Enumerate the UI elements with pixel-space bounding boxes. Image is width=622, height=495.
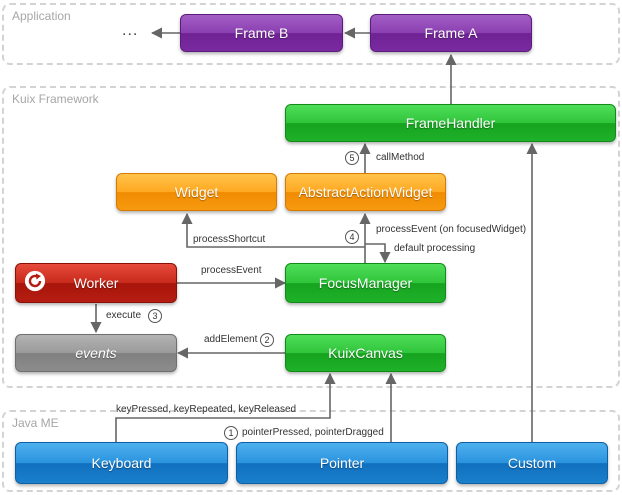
kuix-framework-layer-title: Kuix Framework — [12, 92, 99, 106]
abstract-action-widget-box[interactable]: AbstractActionWidget — [285, 173, 446, 211]
processshortcut-label: processShortcut — [193, 234, 266, 245]
ellipsis: ... — [122, 22, 139, 39]
worker-label: Worker — [73, 275, 119, 291]
custom-box[interactable]: Custom — [456, 442, 608, 484]
arrow-keyboard-to-kuixcanvas — [115, 372, 336, 442]
step-5-badge: 5 — [345, 151, 359, 165]
java-me-layer: Java ME — [2, 410, 620, 492]
events-box[interactable]: events — [15, 334, 177, 372]
addelement-label: addElement — [204, 334, 258, 345]
application-layer: Application — [2, 3, 620, 65]
kuix-canvas-box[interactable]: KuixCanvas — [285, 334, 446, 372]
step-4-badge: 4 — [345, 230, 359, 244]
focus-manager-box[interactable]: FocusManager — [285, 263, 446, 303]
frame-a-box[interactable]: Frame A — [370, 14, 532, 52]
frame-b-box[interactable]: Frame B — [180, 14, 343, 52]
application-layer-title: Application — [12, 9, 71, 23]
kuix-framework-layer: Kuix Framework — [2, 86, 620, 388]
key-events-label: keyPressed, keyRepeated, keyReleased — [116, 404, 297, 415]
arrow-default-processing — [365, 243, 391, 264]
pointer-events-label: pointerPressed, pointerDragged — [242, 427, 384, 438]
keyboard-box[interactable]: Keyboard — [15, 442, 228, 484]
default-processing-label: default processing — [394, 243, 476, 254]
arrow-processshortcut — [181, 212, 365, 248]
step-3-badge: 3 — [148, 309, 162, 323]
worker-box[interactable]: Worker — [15, 263, 177, 303]
java-me-layer-title: Java ME — [12, 416, 59, 430]
callmethod-label: callMethod — [376, 152, 425, 163]
execute-label: execute — [106, 310, 142, 321]
widget-box[interactable]: Widget — [116, 173, 277, 211]
refresh-icon — [24, 270, 46, 292]
pointer-box[interactable]: Pointer — [236, 442, 448, 484]
step-2-badge: 2 — [260, 333, 274, 347]
step-1-badge: 1 — [224, 426, 238, 440]
processevent-focused-label: processEvent (on focusedWidget) — [376, 224, 527, 235]
processevent-label: processEvent — [201, 265, 262, 276]
frame-handler-box[interactable]: FrameHandler — [285, 104, 616, 142]
